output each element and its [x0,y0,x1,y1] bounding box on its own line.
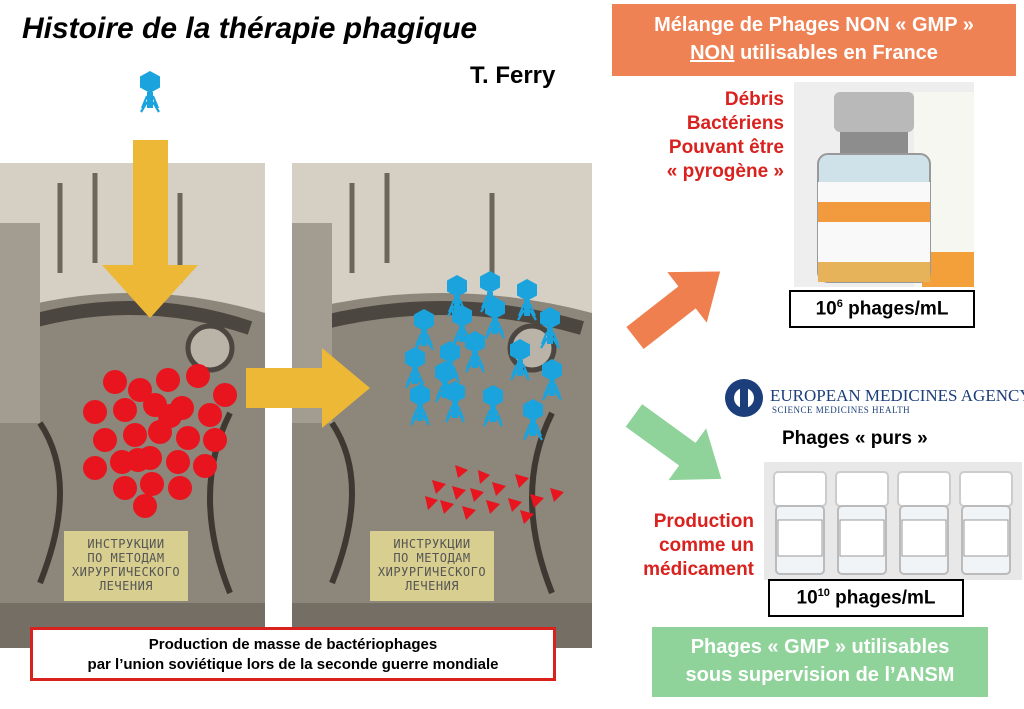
author: T. Ferry [470,62,556,89]
caption-box: Production de masse de bactériophages pa… [30,627,556,681]
vials-illustration [764,462,1022,580]
yellow-arrow-right [246,348,370,428]
pure-phages-label: Phages « purs » [782,428,928,449]
gmp-line-1: Phages « GMP » utilisables [690,636,950,658]
yellow-arrow-down [102,140,198,318]
phage-cluster [403,269,564,442]
ema-name: EUROPEAN MEDICINES AGENCY [770,386,1024,405]
russian-plaque-right: ИНСТРУКЦИИ ПО МЕТОДАМ ХИРУРГИЧЕСКОГО ЛЕЧ… [370,531,494,601]
non-gmp-box: Mélange de Phages NON « GMP » NON utilis… [612,4,1016,76]
ema-icon [725,379,763,417]
slide-title: Histoire de la thérapie phagique [22,12,478,45]
concentration-top: 106 phages/mL [789,290,975,328]
ema-logo: EUROPEAN MEDICINES AGENCY SCIENCE MEDICI… [724,376,1024,420]
phage-icon [138,69,162,114]
debris-text: Débris Bactériens Pouvant être « pyrogèn… [666,89,784,182]
concentration-bottom: 1010 phages/mL [768,579,964,617]
gmp-vials-photo [764,462,1022,580]
bacteria-cluster [83,364,237,518]
production-text: Production comme un médicament [643,511,754,580]
gmp-box: Phages « GMP » utilisables sous supervis… [652,627,988,697]
russian-plaque-left: ИНСТРУКЦИИ ПО МЕТОДАМ ХИРУРГИЧЕСКОГО ЛЕЧ… [64,531,188,601]
gmp-line-2: sous supervision de l’ANSM [685,664,955,686]
vial-illustration [794,82,974,287]
non-gmp-line-1: Mélange de Phages NON « GMP » [654,14,974,36]
bacterial-debris [425,465,564,524]
ema-tagline: SCIENCE MEDICINES HEALTH [772,405,911,415]
non-gmp-line-2: NON utilisables en France [690,42,938,64]
orange-arrow [626,271,721,350]
caption-line-1: Production de masse de bactériophages [148,636,438,653]
caption-line-2: par l’union soviétique lors de la second… [87,656,499,673]
phage-vial-photo [794,82,974,287]
green-arrow [625,404,722,481]
